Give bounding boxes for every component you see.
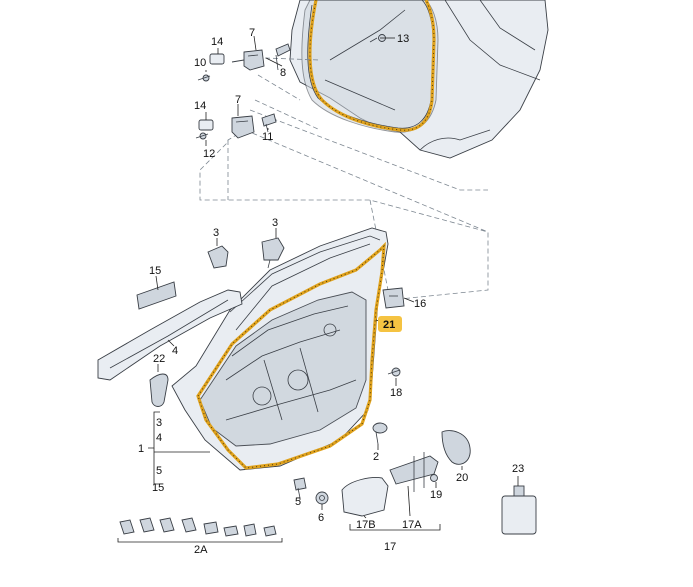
callout-4-strip: 4 [172,345,178,357]
callout-2: 2 [373,451,379,463]
lower-hinge-assembly [195,113,277,140]
callout-1: 1 [138,443,144,455]
door-shell [171,227,389,471]
callout-12: 12 [203,148,215,160]
car-body-illustration [289,0,549,159]
door-trim-parts [97,281,243,407]
callout-3-group: 3 [156,417,162,429]
striker-and-bolts [372,287,405,445]
callout-13: 13 [397,33,409,45]
fastener-set-2A [117,517,283,543]
callout-labels: 13 14 7 10 8 14 7 11 12 3 3 15 16 21 4 2… [138,27,524,556]
callout-15-group: 15 [152,482,164,494]
callout-17A: 17A [402,519,422,531]
callout-7-lower: 7 [235,94,241,106]
callout-18: 18 [390,387,402,399]
callout-3-left: 3 [213,227,219,239]
callout-23: 23 [512,463,524,475]
callout-8: 8 [280,67,286,79]
brackets-3 [207,237,285,269]
callout-14-upper: 14 [211,36,223,48]
callout-20: 20 [456,472,468,484]
callout-16: 16 [414,298,426,310]
touch-up-bottle-23 [501,485,537,535]
callout-17: 17 [384,541,396,553]
callout-14-lower: 14 [194,100,206,112]
callout-10: 10 [194,57,206,69]
callout-6: 6 [318,512,324,524]
leader-lines [155,35,519,519]
alignment-lines [199,57,489,301]
callout-22: 22 [153,353,165,365]
group-brackets [148,411,441,531]
callout-15-upper: 15 [149,265,161,277]
callout-19: 19 [430,489,442,501]
callout-21: 21 [383,319,395,331]
callout-7-upper: 7 [249,27,255,39]
callout-4-group: 4 [156,432,162,444]
callout-11: 11 [262,131,273,143]
callout-5-group: 5 [156,465,162,477]
callout-2A: 2A [194,544,208,556]
callout-17B: 17B [356,519,376,531]
callout-5-bolt: 5 [295,496,301,508]
door-check-17 [293,430,471,517]
callout-3-right: 3 [272,217,278,229]
callout-21-highlight [378,316,402,332]
upper-hinge-assembly [197,43,291,82]
